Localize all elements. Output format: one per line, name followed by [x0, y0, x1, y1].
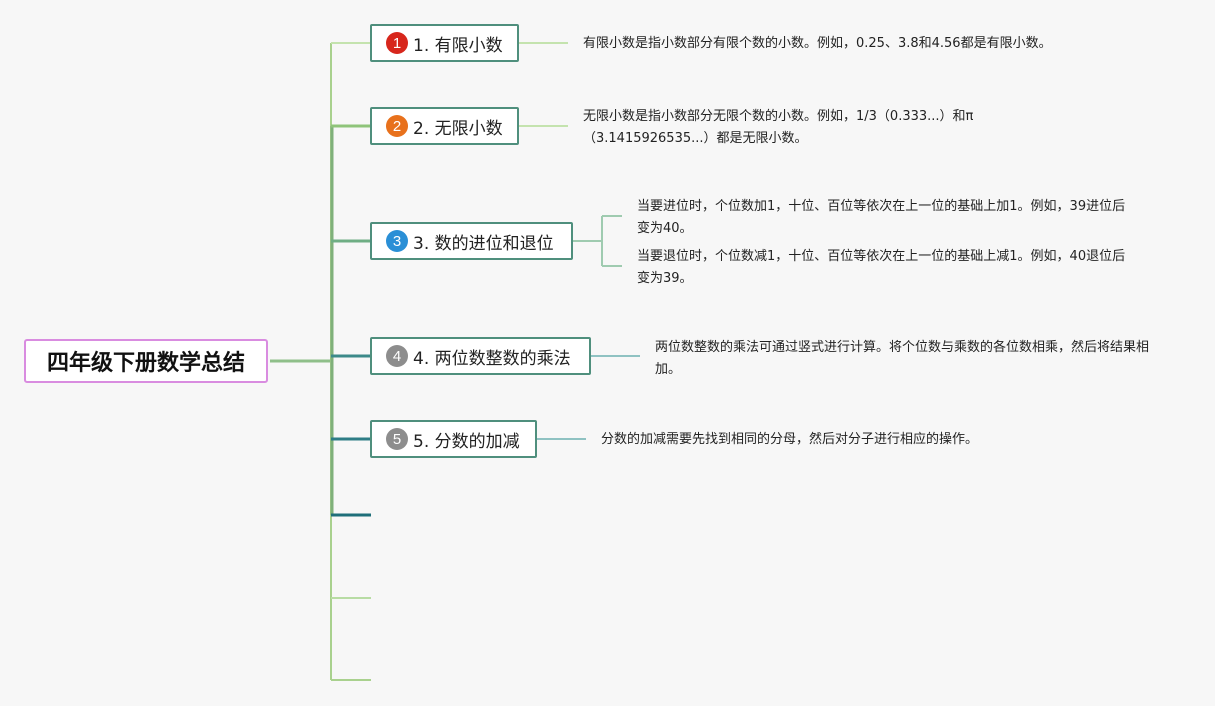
topic-3[interactable]: 3 3. 数的进位和退位: [370, 222, 573, 260]
topic-2[interactable]: 2 2. 无限小数: [370, 107, 519, 145]
topic-3-note-1[interactable]: 当要进位时，个位数加1，十位、百位等依次在上一位的基础上加1。例如，39进位后变…: [637, 199, 1126, 236]
topic-3-note-2[interactable]: 当要退位时，个位数减1，十位、百位等依次在上一位的基础上减1。例如，40退位后变…: [637, 249, 1126, 286]
topic-label: 1. 有限小数: [413, 35, 503, 56]
number-5-icon: 5: [386, 428, 408, 450]
number-4-icon: 4: [386, 345, 408, 367]
topic-label: 5. 分数的加减: [413, 431, 520, 452]
topic-4-note[interactable]: 两位数整数的乘法可通过竖式进行计算。将个位数与乘数的各位数相乘，然后将结果相加。: [655, 340, 1150, 377]
topic-label: 4. 两位数整数的乘法: [413, 348, 571, 369]
topic-5[interactable]: 5 5. 分数的加减: [370, 420, 537, 458]
topic-1-note[interactable]: 有限小数是指小数部分有限个数的小数。例如，0.25、3.8和4.56都是有限小数…: [583, 36, 1052, 51]
number-2-icon: 2: [386, 115, 408, 137]
topic-1[interactable]: 1 1. 有限小数: [370, 24, 519, 62]
topic-5-note[interactable]: 分数的加减需要先找到相同的分母，然后对分子进行相应的操作。: [601, 432, 979, 447]
topic-label: 3. 数的进位和退位: [413, 233, 554, 254]
topic-4[interactable]: 4 4. 两位数整数的乘法: [370, 337, 591, 375]
number-3-icon: 3: [386, 230, 408, 252]
root-topic[interactable]: 四年级下册数学总结: [24, 339, 268, 383]
number-1-icon: 1: [386, 32, 408, 54]
topic-2-note[interactable]: 无限小数是指小数部分无限个数的小数。例如，1/3（0.333...）和π（3.1…: [583, 109, 974, 146]
topic-label: 2. 无限小数: [413, 118, 503, 139]
root-label: 四年级下册数学总结: [46, 351, 245, 376]
